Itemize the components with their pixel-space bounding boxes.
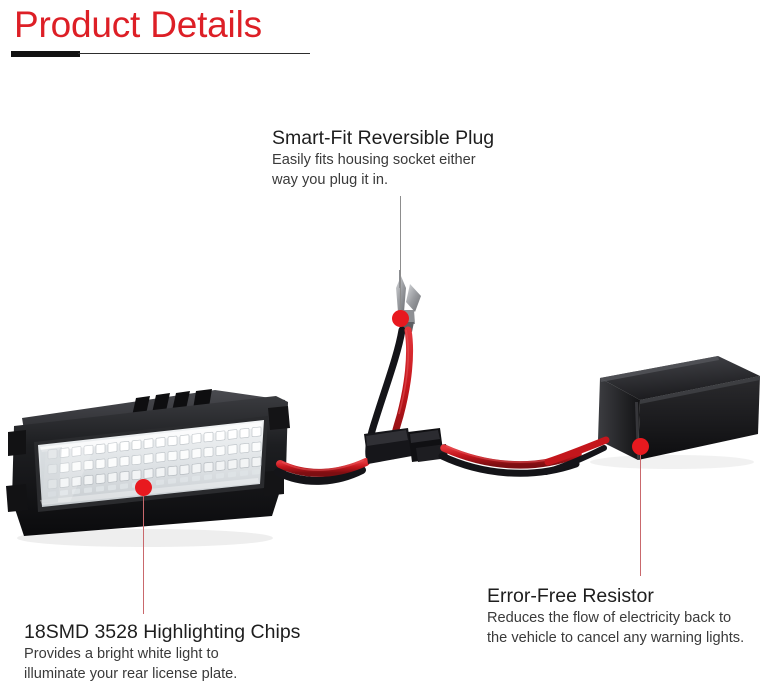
inline-connector [364,428,448,464]
callout-body-line: illuminate your rear license plate. [24,665,238,682]
callout-body-line: Easily fits housing socket either [272,152,476,168]
callout-highlighting-chips: 18SMD 3528 Highlighting Chips Provides a… [24,620,300,684]
callout-body: Reduces the flow of electricity back to … [487,609,744,648]
resistor-box [590,356,760,469]
callout-heading: 18SMD 3528 Highlighting Chips [24,621,301,643]
callout-heading: Smart-Fit Reversible Plug [272,127,495,149]
product-photo [0,250,781,580]
callout-body-line: the vehicle to cancel any warning lights… [487,629,745,646]
callout-body-line: Provides a bright white light to [24,646,219,662]
leader-line-chips [143,487,145,614]
leader-line-plug [400,196,402,318]
title-underline-thin [78,53,310,54]
page-title: Product Details [14,4,262,45]
callout-heading: Error-Free Resistor [487,585,654,607]
resistor-output-wires [543,436,610,475]
callout-body: Easily fits housing socket either way yo… [272,151,494,190]
marker-dot-resistor [632,438,649,455]
title-underline-thick [11,51,80,57]
marker-dot-chips [135,479,152,496]
callout-body-line: way you plug it in. [272,171,389,188]
wire-lamp-to-connector [274,458,370,485]
led-lamp-module [6,389,290,547]
callout-body: Provides a bright white light to illumin… [24,645,300,684]
leader-line-resistor [640,446,642,576]
callout-smart-fit-reversible-plug: Smart-Fit Reversible Plug Easily fits ho… [272,126,494,190]
callout-error-free-resistor: Error-Free Resistor Reduces the flow of … [487,584,744,648]
marker-dot-plug [392,310,409,327]
callout-body-line: Reduces the flow of electricity back to [487,610,732,626]
